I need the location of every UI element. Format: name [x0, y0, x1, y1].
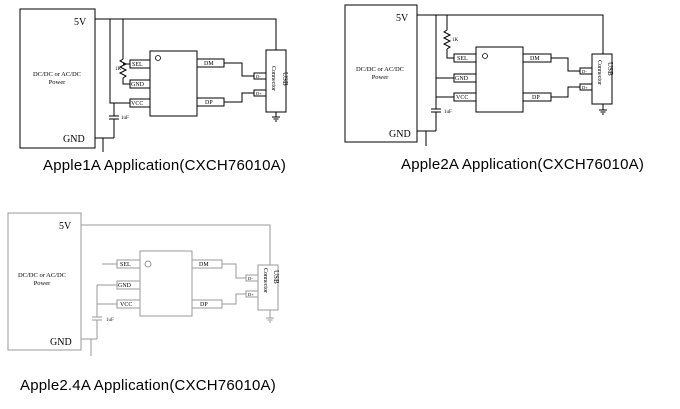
power-source-box: [19, 8, 96, 149]
caption-apple-2a: Apple2A Application(CXCH76010A): [401, 156, 645, 173]
usb-dplus-label: D+: [248, 292, 254, 297]
pin1-marker-icon: [144, 260, 152, 268]
dm-wire: [551, 57, 580, 72]
pin-dp-label: DP: [532, 95, 540, 101]
capacitor-1uf: [431, 108, 441, 113]
pin-vcc-label: VCC: [120, 302, 132, 308]
resistor-label: 1K: [115, 67, 122, 72]
dm-wire: [222, 263, 246, 279]
resistor-gnd-wire: [122, 78, 130, 85]
dp-wire: [222, 293, 246, 305]
pin-gnd-label: GND: [118, 283, 132, 289]
usb-dminus-label: D-: [256, 74, 261, 79]
power-source-box: [344, 4, 418, 143]
resistor-1k: [118, 58, 128, 79]
power-label: Power: [49, 79, 66, 86]
gnd-label: GND: [389, 129, 411, 140]
pin-vcc: [129, 98, 151, 108]
gnd-rail-wire: [95, 137, 114, 152]
pin-gnd: [129, 79, 151, 89]
ground-icon: [272, 116, 280, 122]
5v-label: 5V: [59, 221, 72, 232]
ic-chip: [149, 50, 198, 117]
gnd-rail-wire: [417, 130, 436, 146]
pin-gnd: [116, 280, 141, 290]
pin-sel-label: SEL: [457, 56, 468, 62]
capacitor-1uf: [109, 115, 119, 120]
pin-dm-label: DM: [530, 56, 540, 62]
power-source-label: DC/DC or AC/DC: [33, 71, 81, 78]
circuit-apple-2a: DC/DC or AC/DC Power 5V GND 1K 1uF SEL G…: [344, 4, 614, 146]
vcc-wire: [109, 19, 130, 104]
usb-label: USB: [281, 72, 289, 86]
capacitor-1uf: [92, 316, 102, 321]
dp-wire: [551, 86, 580, 98]
resistor-1k: [442, 29, 452, 50]
pin-gnd: [453, 73, 477, 83]
usb-label: USB: [272, 270, 280, 284]
pin-dp-label: DP: [205, 100, 213, 106]
vcc-wire: [435, 15, 454, 98]
power-source-label: DC/DC or AC/DC: [356, 66, 404, 73]
pin-sel: [129, 59, 151, 69]
vcc-wire: [96, 285, 117, 305]
usb-dplus-label: D+: [256, 91, 262, 96]
gnd-label: GND: [50, 337, 72, 348]
pin-sel: [116, 259, 141, 269]
pin-vcc: [453, 92, 477, 102]
capacitor-label: 1uF: [106, 318, 114, 323]
sel-wire: [446, 49, 454, 59]
ground-icon: [599, 109, 607, 115]
ground-icon: [266, 317, 274, 323]
circuit-apple-2-4a: DC/DC or AC/DC Power 5V GND 1uF SEL GND …: [7, 212, 280, 356]
gnd-rail-wire: [81, 338, 97, 356]
pin-vcc: [116, 299, 141, 309]
usb-connector-label: Connector: [596, 60, 602, 85]
pin-vcc-label: VCC: [131, 101, 143, 107]
5v-label: 5V: [396, 13, 409, 24]
5v-rail-wire: [95, 18, 277, 50]
power-source-box: [7, 212, 82, 351]
pin-dp-label: DP: [200, 302, 208, 308]
pin1-marker-icon: [482, 53, 488, 59]
usb-connector: [591, 53, 613, 105]
pin-dm-label: DM: [204, 61, 214, 67]
dp-wire: [224, 92, 254, 103]
caption-apple-1a: Apple1A Application(CXCH76010A): [43, 157, 287, 174]
usb-connector-label: Connector: [270, 66, 276, 91]
caption-apple-2-4a: Apple2.4A Application(CXCH76010A): [20, 377, 276, 394]
gnd-label: GND: [63, 134, 85, 145]
usb-dplus-label: D+: [582, 85, 588, 90]
pin-sel-label: SEL: [132, 62, 143, 68]
usb-dminus-label: D-: [582, 69, 587, 74]
pin1-marker-icon: [155, 55, 161, 61]
power-label: Power: [34, 280, 51, 287]
usb-dminus-label: D-: [248, 276, 253, 281]
5v-rail-wire: [417, 14, 604, 54]
power-source-label: DC/DC or AC/DC: [18, 272, 66, 279]
capacitor-label: 1uF: [121, 116, 129, 121]
usb-connector-label: Connector: [262, 268, 268, 293]
usb-label: USB: [606, 62, 614, 76]
pin-sel: [453, 53, 477, 63]
capacitor-label: 1uF: [444, 110, 452, 115]
pin-dm-label: DM: [199, 262, 209, 268]
pin-gnd-label: GND: [455, 76, 469, 82]
power-label: Power: [372, 74, 389, 81]
pin-sel-label: SEL: [120, 262, 131, 268]
pin-vcc-label: VCC: [456, 95, 468, 101]
dm-wire: [224, 62, 254, 77]
circuit-apple-1a: DC/DC or AC/DC Power 5V GND 1K 1uF SEL G…: [19, 8, 289, 152]
5v-rail-wire: [81, 224, 271, 265]
usb-connector: [257, 264, 279, 311]
pin-gnd-label: GND: [131, 82, 145, 88]
resistor-label: 1K: [452, 38, 459, 43]
5v-label: 5V: [74, 17, 87, 28]
